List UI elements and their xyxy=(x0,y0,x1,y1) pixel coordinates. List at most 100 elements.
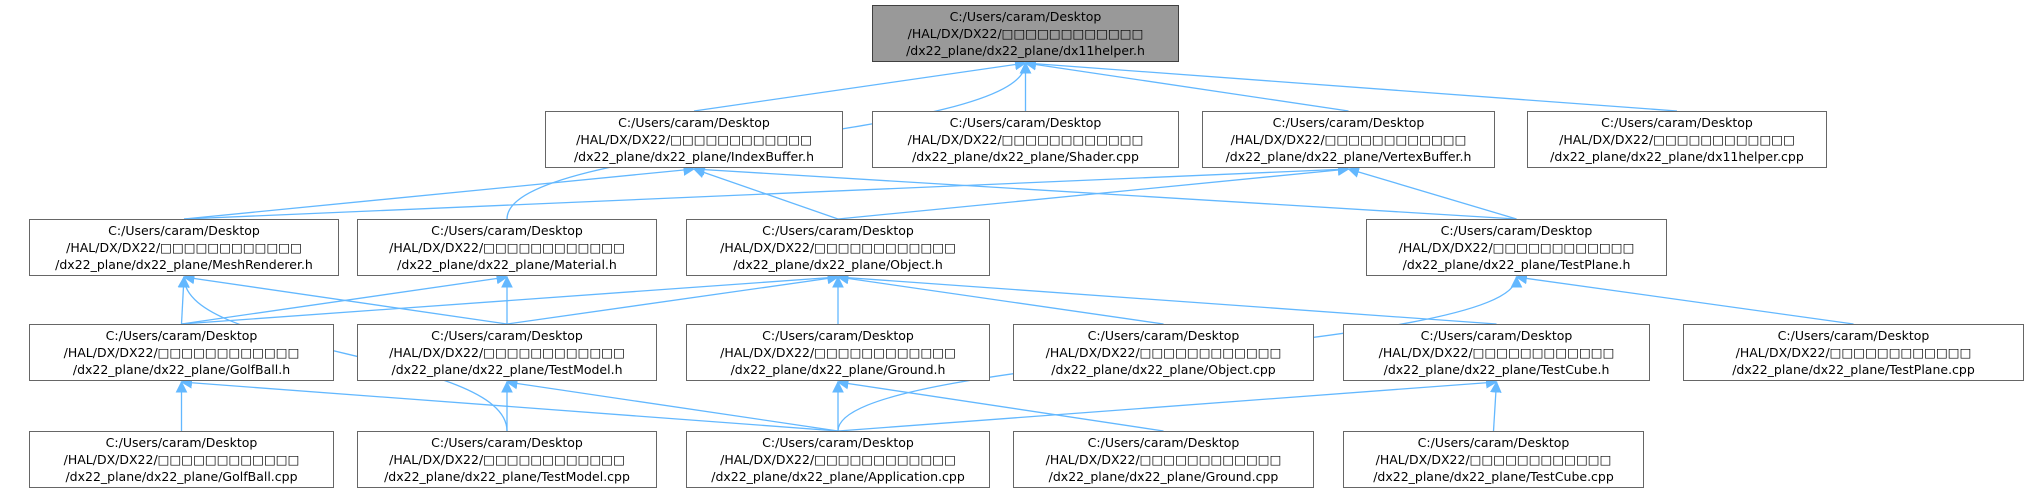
edge-testplane_h-to-vertexbuffer_h xyxy=(1347,166,1517,220)
node-label-line: /dx22_plane/dx22_plane/Ground.cpp xyxy=(1048,469,1279,484)
node-label-line: /dx22_plane/dx22_plane/TestCube.cpp xyxy=(1373,469,1614,484)
node-label-line: /HAL/DX/DX22/□□□□□□□□□□□□ xyxy=(907,132,1144,147)
node-label-line: /HAL/DX/DX22/□□□□□□□□□□□□ xyxy=(389,452,625,467)
node-label-line: C:/Users/caram/Desktop xyxy=(618,115,770,130)
node-testcube-cpp[interactable]: C:/Users/caram/Desktop/HAL/DX/DX22/□□□□□… xyxy=(1343,431,1644,488)
edge-dx11helper_cpp-to-dx11helper_h xyxy=(1024,57,1678,112)
node-object-h[interactable]: C:/Users/caram/Desktop/HAL/DX/DX22/□□□□□… xyxy=(686,219,990,276)
node-label-line: /dx22_plane/dx22_plane/TestPlane.cpp xyxy=(1732,362,1975,377)
node-label-line: /HAL/DX/DX22/□□□□□□□□□□□□ xyxy=(389,345,625,360)
node-testmodel-h[interactable]: C:/Users/caram/Desktop/HAL/DX/DX22/□□□□□… xyxy=(357,324,657,381)
edge-application_cpp-to-testcube_h xyxy=(837,376,1498,432)
node-testplane-cpp[interactable]: C:/Users/caram/Desktop/HAL/DX/DX22/□□□□□… xyxy=(1683,324,2024,381)
node-label-line: /dx22_plane/dx22_plane/dx11helper.cpp xyxy=(1550,149,1804,164)
edge-testmodel_h-to-object_h xyxy=(506,272,840,325)
node-label-line: /dx22_plane/dx22_plane/Ground.h xyxy=(730,362,946,377)
edge-meshrenderer_h-to-vertexbuffer_h xyxy=(183,163,1350,220)
node-label-line: /HAL/DX/DX22/□□□□□□□□□□□□ xyxy=(1375,452,1612,467)
node-dx11helper-cpp[interactable]: C:/Users/caram/Desktop/HAL/DX/DX22/□□□□□… xyxy=(1527,111,1827,168)
node-label-line: /dx22_plane/dx22_plane/Shader.cpp xyxy=(912,149,1139,164)
node-label-line: /HAL/DX/DX22/□□□□□□□□□□□□ xyxy=(907,26,1144,41)
node-label-line: C:/Users/caram/Desktop xyxy=(1272,115,1425,130)
node-golfball-h[interactable]: C:/Users/caram/Desktop/HAL/DX/DX22/□□□□□… xyxy=(29,324,334,381)
edge-testcube_cpp-to-testcube_h xyxy=(1490,380,1502,432)
node-label-line: /HAL/DX/DX22/□□□□□□□□□□□□ xyxy=(1230,132,1467,147)
node-label-line: /dx22_plane/dx22_plane/TestModel.cpp xyxy=(384,469,630,484)
edge-golfball_h-to-material_h xyxy=(181,272,509,325)
node-label-line: C:/Users/caram/Desktop xyxy=(762,328,914,343)
edge-application_cpp-to-testmodel_h xyxy=(505,377,839,432)
node-label-line: C:/Users/caram/Desktop xyxy=(949,9,1102,24)
node-label-line: /dx22_plane/dx22_plane/Material.h xyxy=(397,257,617,272)
edge-layer xyxy=(175,57,1854,432)
node-material-h[interactable]: C:/Users/caram/Desktop/HAL/DX/DX22/□□□□□… xyxy=(357,219,657,276)
node-label-line: /dx22_plane/dx22_plane/TestPlane.h xyxy=(1402,257,1631,272)
node-label-line: /dx22_plane/dx22_plane/TestModel.h xyxy=(391,362,623,377)
node-label-line: /dx22_plane/dx22_plane/GolfBall.h xyxy=(72,362,291,377)
edge-vertexbuffer_h-to-dx11helper_h xyxy=(1024,58,1349,112)
node-label-line: C:/Users/caram/Desktop xyxy=(1417,435,1570,450)
node-vertexbuffer-h[interactable]: C:/Users/caram/Desktop/HAL/DX/DX22/□□□□□… xyxy=(1202,111,1495,168)
node-label-line: C:/Users/caram/Desktop xyxy=(431,328,583,343)
node-meshrenderer-h[interactable]: C:/Users/caram/Desktop/HAL/DX/DX22/□□□□□… xyxy=(29,219,339,276)
node-golfball-cpp[interactable]: C:/Users/caram/Desktop/HAL/DX/DX22/□□□□□… xyxy=(29,431,334,488)
node-label-line: /HAL/DX/DX22/□□□□□□□□□□□□ xyxy=(1559,132,1795,147)
node-label-line: C:/Users/caram/Desktop xyxy=(105,328,258,343)
edge-application_cpp-to-golfball_h xyxy=(180,376,839,432)
node-label-line: /HAL/DX/DX22/□□□□□□□□□□□□ xyxy=(63,345,300,360)
node-label-line: /HAL/DX/DX22/□□□□□□□□□□□□ xyxy=(720,240,956,255)
edge-golfball_h-to-meshrenderer_h xyxy=(177,275,190,325)
node-label-line: /dx22_plane/dx22_plane/VertexBuffer.h xyxy=(1225,149,1472,164)
node-label-line: C:/Users/caram/Desktop xyxy=(1440,223,1593,238)
node-indexbuffer-h[interactable]: C:/Users/caram/Desktop/HAL/DX/DX22/□□□□□… xyxy=(545,111,843,168)
node-label-line: /dx22_plane/dx22_plane/IndexBuffer.h xyxy=(573,149,815,164)
node-testmodel-cpp[interactable]: C:/Users/caram/Desktop/HAL/DX/DX22/□□□□□… xyxy=(357,431,657,488)
node-label-line: C:/Users/caram/Desktop xyxy=(949,115,1102,130)
node-testcube-h[interactable]: C:/Users/caram/Desktop/HAL/DX/DX22/□□□□□… xyxy=(1343,324,1650,381)
node-label-line: /dx22_plane/dx22_plane/MeshRenderer.h xyxy=(55,257,313,272)
node-label-line: /HAL/DX/DX22/□□□□□□□□□□□□ xyxy=(1378,345,1615,360)
node-ground-h[interactable]: C:/Users/caram/Desktop/HAL/DX/DX22/□□□□□… xyxy=(686,324,990,381)
node-label-line: /dx22_plane/dx22_plane/GolfBall.cpp xyxy=(65,469,298,484)
node-label-line: /HAL/DX/DX22/□□□□□□□□□□□□ xyxy=(1045,452,1282,467)
edge-indexbuffer_h-to-dx11helper_h xyxy=(693,58,1027,112)
edge-object_h-to-vertexbuffer_h xyxy=(837,164,1350,220)
node-label-line: C:/Users/caram/Desktop xyxy=(1601,115,1753,130)
node-label-line: /dx22_plane/dx22_plane/TestCube.h xyxy=(1383,362,1610,377)
edge-golfball_h-to-object_h xyxy=(181,271,840,325)
node-label-line: /HAL/DX/DX22/□□□□□□□□□□□□ xyxy=(66,240,302,255)
node-label-line: C:/Users/caram/Desktop xyxy=(105,435,258,450)
node-ground-cpp[interactable]: C:/Users/caram/Desktop/HAL/DX/DX22/□□□□□… xyxy=(1013,431,1314,488)
node-label-line: C:/Users/caram/Desktop xyxy=(1087,435,1240,450)
node-label-line: C:/Users/caram/Desktop xyxy=(108,223,260,238)
node-dx11helper-h[interactable]: C:/Users/caram/Desktop/HAL/DX/DX22/□□□□□… xyxy=(872,5,1179,62)
node-label-line: /HAL/DX/DX22/□□□□□□□□□□□□ xyxy=(720,345,956,360)
node-label-line: C:/Users/caram/Desktop xyxy=(762,223,914,238)
edge-meshrenderer_h-to-indexbuffer_h xyxy=(183,164,696,220)
node-label-line: /dx22_plane/dx22_plane/dx11helper.h xyxy=(906,43,1145,58)
node-label-line: C:/Users/caram/Desktop xyxy=(431,435,583,450)
edge-testcube_h-to-object_h xyxy=(836,271,1497,325)
node-label-line: /HAL/DX/DX22/□□□□□□□□□□□□ xyxy=(63,452,300,467)
node-label-line: /dx22_plane/dx22_plane/Object.cpp xyxy=(1051,362,1276,377)
edge-testmodel_cpp-to-meshrenderer_h xyxy=(178,275,508,432)
node-testplane-h[interactable]: C:/Users/caram/Desktop/HAL/DX/DX22/□□□□□… xyxy=(1366,219,1667,276)
edge-object_cpp-to-object_h xyxy=(836,272,1164,325)
node-label-line: C:/Users/caram/Desktop xyxy=(1777,328,1930,343)
edge-ground_cpp-to-ground_h xyxy=(836,377,1164,432)
node-label-line: C:/Users/caram/Desktop xyxy=(1420,328,1573,343)
node-label-line: C:/Users/caram/Desktop xyxy=(762,435,914,450)
node-object-cpp[interactable]: C:/Users/caram/Desktop/HAL/DX/DX22/□□□□□… xyxy=(1013,324,1314,381)
node-label-line: /HAL/DX/DX22/□□□□□□□□□□□□ xyxy=(576,132,812,147)
node-label-line: /HAL/DX/DX22/□□□□□□□□□□□□ xyxy=(1735,345,1972,360)
node-label-line: C:/Users/caram/Desktop xyxy=(431,223,583,238)
node-label-line: C:/Users/caram/Desktop xyxy=(1087,328,1240,343)
node-label-line: /HAL/DX/DX22/□□□□□□□□□□□□ xyxy=(1045,345,1282,360)
node-label-line: /HAL/DX/DX22/□□□□□□□□□□□□ xyxy=(1398,240,1635,255)
node-shader-cpp[interactable]: C:/Users/caram/Desktop/HAL/DX/DX22/□□□□□… xyxy=(872,111,1179,168)
edge-testplane_h-to-indexbuffer_h xyxy=(692,163,1517,220)
node-label-line: /HAL/DX/DX22/□□□□□□□□□□□□ xyxy=(720,452,956,467)
node-label-line: /dx22_plane/dx22_plane/Application.cpp xyxy=(711,469,965,484)
node-application-cpp[interactable]: C:/Users/caram/Desktop/HAL/DX/DX22/□□□□□… xyxy=(686,431,990,488)
